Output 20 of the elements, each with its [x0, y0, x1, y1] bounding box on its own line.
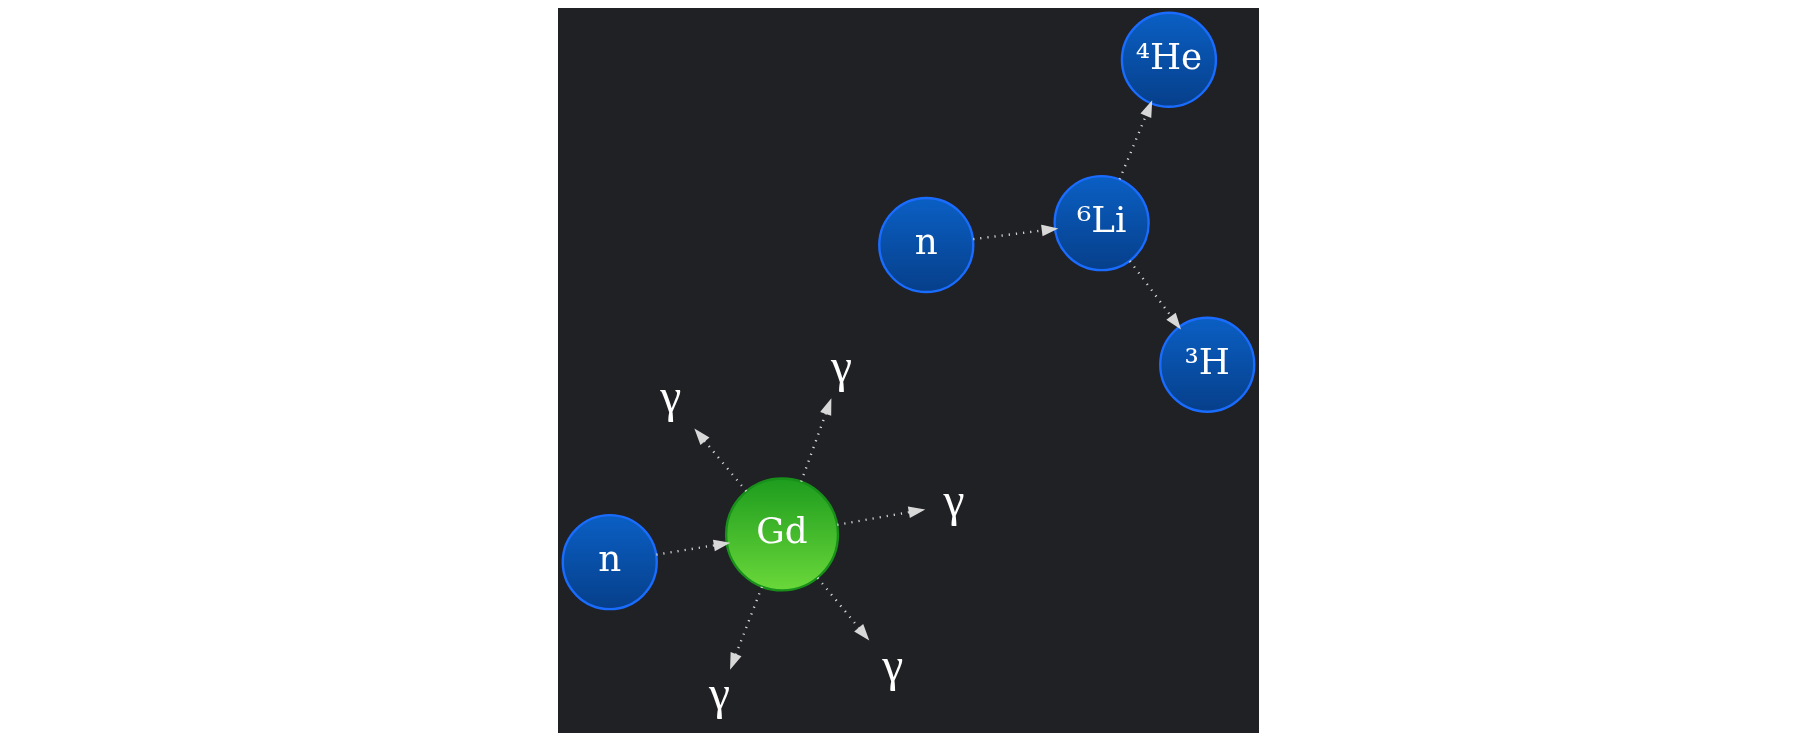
node-text: γ	[830, 340, 852, 393]
node-text: γ	[659, 369, 681, 422]
node-text: γ	[881, 639, 903, 692]
arrow	[1128, 260, 1181, 330]
arrow	[729, 586, 763, 670]
arrow	[836, 506, 925, 526]
node-circle: n	[877, 196, 974, 294]
node-circle: ⁶Li	[1052, 174, 1150, 272]
arrow	[1118, 100, 1152, 180]
arrow	[816, 577, 869, 641]
arrow	[655, 539, 730, 556]
arrow	[799, 398, 831, 483]
node-circle: ³H	[1158, 316, 1255, 413]
node-circle: ⁴He	[1120, 11, 1217, 108]
arrow	[972, 224, 1058, 241]
node-text: γ	[942, 474, 964, 527]
arrow	[693, 428, 747, 492]
node-circle: Gd	[724, 477, 839, 592]
node-text: γ	[708, 667, 730, 720]
node-circle: n	[561, 513, 658, 611]
